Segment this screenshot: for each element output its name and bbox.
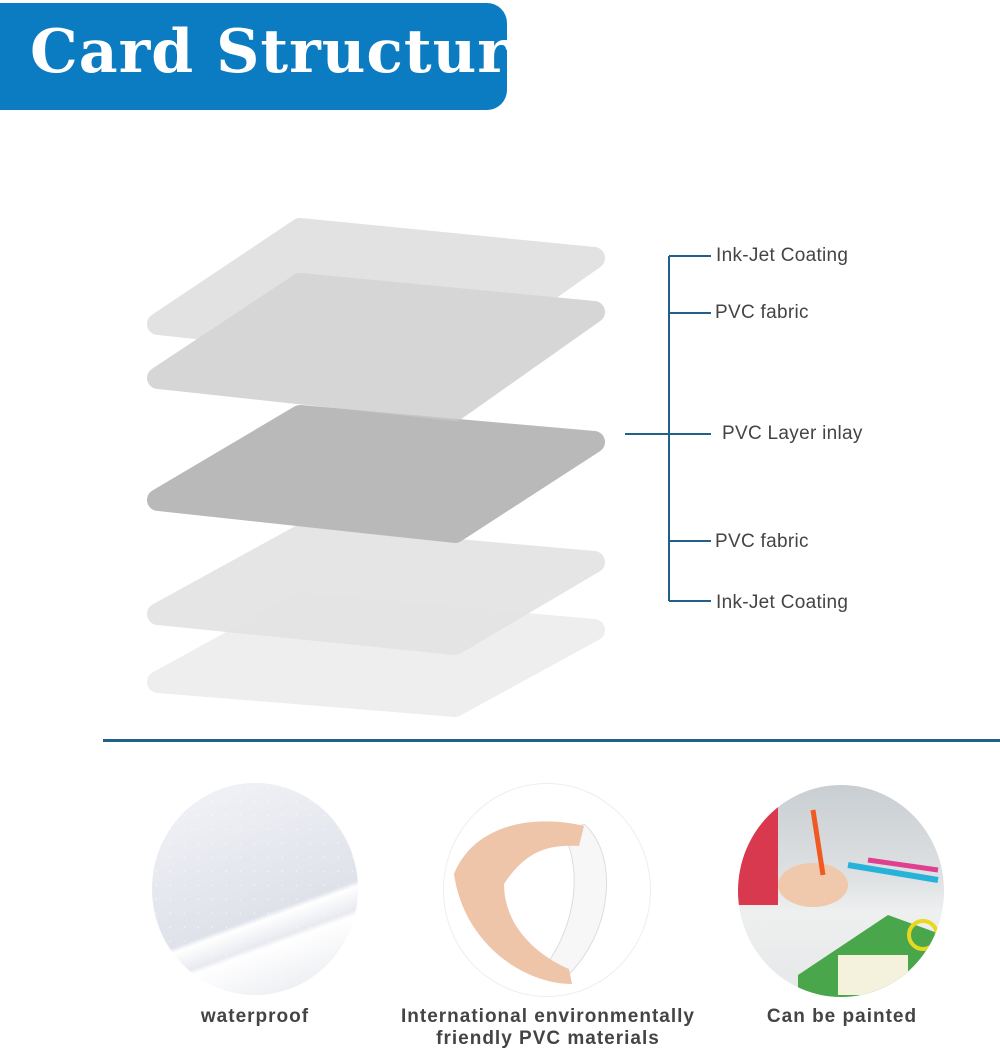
hand-bending-card-icon (454, 821, 608, 984)
water-droplets-photo-icon (152, 783, 358, 995)
bracket-lines (625, 255, 711, 602)
caption-eco-line1: International environmentally (401, 1006, 695, 1027)
caption-eco-line2: friendly PVC materials (436, 1028, 660, 1049)
label-pvc-layer-inlay: PVC Layer inlay (722, 423, 863, 444)
section-divider (103, 739, 1000, 742)
label-pvc-fabric-bottom: PVC fabric (715, 531, 809, 552)
layer-pvc-fabric-bottom (147, 525, 605, 655)
page-title: Card Structure (30, 17, 550, 87)
layer-ink-jet-coating-top (147, 218, 605, 367)
label-ink-jet-coating-top: Ink-Jet Coating (716, 245, 849, 266)
child-drawing-icon (738, 785, 943, 997)
caption-can-be-painted: Can be painted (766, 1006, 918, 1027)
layer-pvc-inlay (147, 405, 605, 543)
title-banner: Card Structure (0, 3, 548, 110)
hand-bending-card-photo-icon (443, 783, 651, 997)
caption-waterproof: waterproof (200, 1006, 310, 1027)
label-ink-jet-coating-bottom: Ink-Jet Coating (716, 592, 849, 613)
layer-diagram (147, 218, 711, 717)
child-drawing-photo-icon (738, 785, 944, 997)
label-pvc-fabric-top: PVC fabric (715, 302, 809, 323)
